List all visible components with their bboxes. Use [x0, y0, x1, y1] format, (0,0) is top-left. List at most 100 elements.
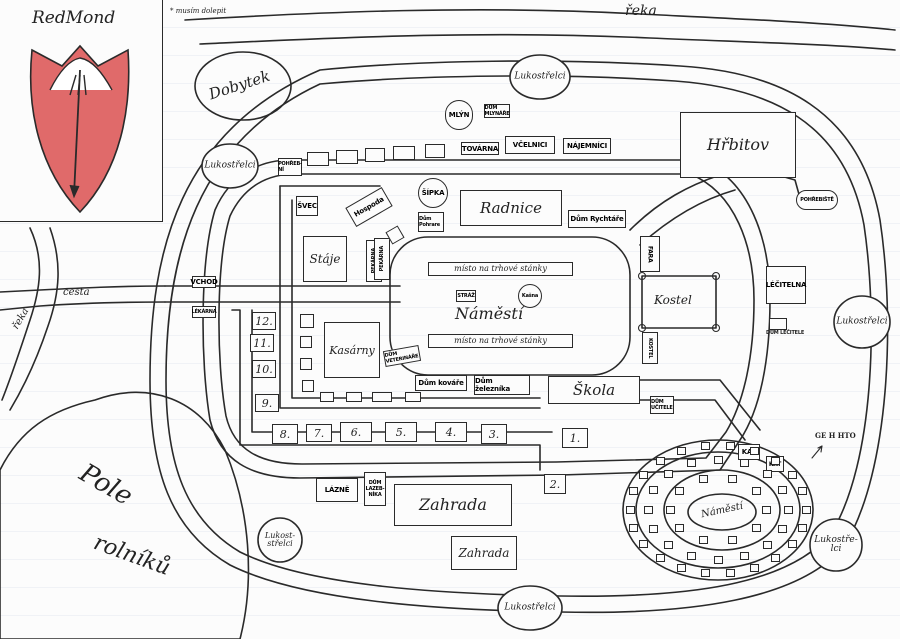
tower-top: [509, 54, 571, 100]
ghetto-inner: [663, 469, 781, 551]
stalls-bottom: místo na trhové stánky: [428, 334, 573, 348]
entrance-label: VCHOD: [190, 278, 218, 286]
ghetto-hut: [664, 470, 673, 479]
ghetto-hut: [698, 475, 708, 484]
ghetto-hut: [674, 486, 684, 495]
house-7-label: 7.: [313, 426, 325, 440]
factory-label: TOVÁRNA: [461, 144, 499, 153]
outer-ring-1: [149, 60, 889, 614]
ghetto-hut: [778, 524, 788, 533]
mayor-house-label: Dům Rychtáře: [570, 215, 624, 223]
baths-label: LÁZNĚ: [324, 486, 350, 494]
hut: [307, 152, 329, 166]
barrack-hut: [302, 380, 314, 392]
house-9-label: 9.: [261, 396, 273, 410]
ghetto-hut: [655, 457, 665, 466]
tenants: NÁJEMNÍCI: [563, 138, 611, 154]
ghetto-hut: [771, 457, 781, 466]
factory: TOVÁRNA: [461, 142, 499, 155]
school: Škola: [548, 376, 640, 404]
ghetto-hut: [676, 447, 686, 456]
guard-label: STRÁŽ: [457, 293, 475, 299]
road-line-top: [0, 285, 166, 293]
ghetto-hut: [713, 455, 723, 464]
ghetto-hut: [625, 505, 635, 514]
tenants-label: NÁJEMNÍCI: [566, 142, 608, 150]
church-corner: [637, 271, 647, 281]
street-3: [231, 309, 541, 471]
funeral-label: POHŘEB- NÍ: [278, 161, 302, 173]
ghetto-hut: [740, 551, 750, 560]
tower-bottom: [497, 585, 563, 631]
tower-left-label: Lukostřelci: [204, 160, 256, 171]
ghetto-square: [687, 493, 757, 531]
rectory: FARA: [640, 236, 660, 272]
ghetto-hut: [700, 568, 710, 577]
ghetto-hut: [752, 486, 762, 495]
house-1: 1.: [562, 428, 588, 448]
house-8-label: 8.: [279, 427, 291, 441]
school-label: Škola: [572, 380, 616, 399]
ghetto-hut: [686, 459, 696, 468]
shoemaker-label: ŠVEC: [297, 202, 317, 210]
beekeepers-label: VČELNICI: [512, 141, 548, 149]
river-left-bank-2: [9, 227, 59, 411]
ghetto-hut: [648, 486, 658, 495]
barber-house-label: DŮM LAZEB- NÍKA: [365, 480, 385, 498]
house-11: 11.: [250, 334, 274, 352]
bakery-2-label: PEKÁRNA: [379, 246, 385, 272]
ghetto-hut: [713, 555, 723, 564]
executioner-label: KAT: [741, 448, 757, 456]
tower-top-label: Lukostřelci: [514, 71, 566, 82]
ghetto-hut: [797, 523, 807, 532]
house-7: 7.: [306, 424, 332, 442]
ghetto-hut: [740, 459, 750, 468]
street-6: [629, 379, 761, 431]
blacksmith-house-label: Dům kováře: [418, 379, 464, 387]
tower-bottom-left: [257, 517, 303, 563]
house-2-label: 2.: [549, 477, 561, 491]
hut: [365, 148, 385, 162]
coat-of-arms-title: RedMond: [32, 8, 116, 28]
ghetto-hut: [686, 551, 696, 560]
rectory-label: FARA: [646, 245, 654, 263]
gunsmith-house: Dům Pohrare: [418, 212, 444, 232]
beekeepers: VČELNICI: [505, 136, 555, 154]
shield-icon: [29, 44, 130, 214]
ghetto-hut: [648, 524, 658, 533]
ghetto-hut: [665, 505, 675, 514]
mayor-house: Dům Rychtáře: [568, 210, 626, 228]
funeral: POHŘEB- NÍ: [278, 158, 302, 176]
teacher-house: DŮM UČITELE: [650, 396, 674, 414]
garden-2: Zahrada: [451, 536, 517, 570]
house-4: 4.: [435, 422, 467, 442]
house-3: 3.: [481, 424, 507, 444]
arrow-shop-label: ŠÍPKA: [421, 189, 445, 197]
church-corner: [637, 323, 647, 333]
barrack-hut: [300, 314, 314, 328]
shoemaker: ŠVEC: [296, 196, 318, 216]
pharmacy-label: LÉKÁRNA: [191, 309, 217, 315]
ghetto-hut: [629, 487, 639, 496]
house-12-label: 12.: [255, 314, 273, 328]
house-4-label: 4.: [445, 425, 457, 439]
river-top-bank-1: [184, 8, 896, 31]
house-8: 8.: [272, 424, 298, 444]
gunsmith-house-label: Dům Pohrare: [419, 216, 440, 228]
stables-label: Stáje: [309, 252, 341, 266]
field-outline: [0, 391, 250, 639]
hut: [336, 150, 358, 164]
tower-bottom-left-label: Lukost- střelci: [264, 531, 296, 548]
barracks-label: Kasárny: [329, 343, 375, 357]
pharmacy: LÉKÁRNA: [191, 306, 217, 318]
ghetto-hut: [787, 470, 797, 479]
house-1-label: 1.: [569, 431, 581, 445]
ghetto-hut: [676, 563, 686, 572]
teacher-house-label: DŮM UČITELE: [651, 399, 673, 411]
road-line-bottom: [0, 301, 166, 311]
ghetto-hut: [761, 505, 771, 514]
ghetto-hut: [639, 540, 649, 549]
outer-ring-2: [165, 75, 873, 597]
miller-house-label: DŮM MLYNÁŘE: [484, 105, 510, 117]
